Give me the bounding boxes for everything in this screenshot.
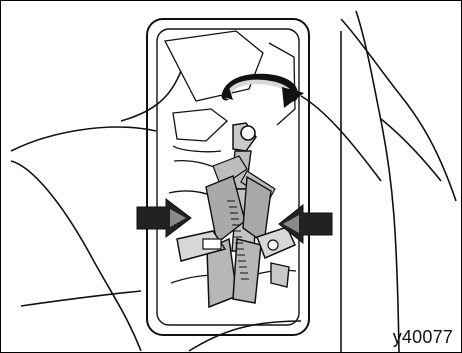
left-push-arrow-icon [137,199,191,237]
figure-code: y40077 [393,327,453,348]
